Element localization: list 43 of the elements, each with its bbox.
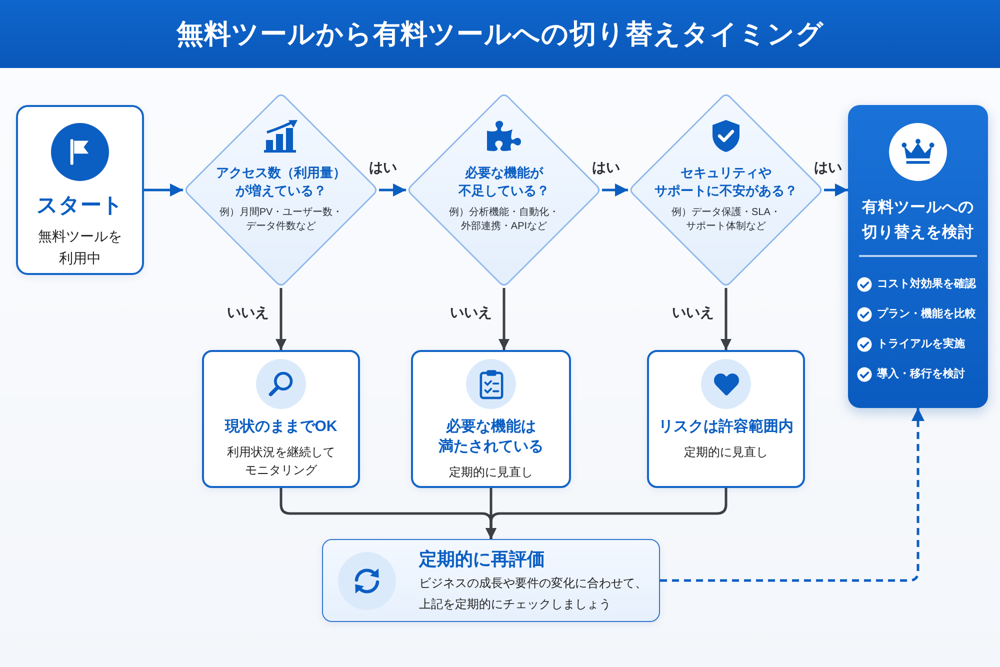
box-title: 現状のままでOK: [224, 417, 338, 437]
box-title: スタート: [36, 193, 124, 219]
box-text: 定期的に見直し: [684, 444, 768, 461]
example-text: 例）データ保護・SLA・サポート体制など: [672, 207, 780, 232]
example-text: 例）分析機能・自動化・外部連携・APIなど: [448, 207, 559, 232]
arrow: [276, 288, 286, 350]
box-text: 無料ツールを利用中: [37, 227, 123, 268]
arrow: [602, 184, 628, 196]
question-text: 必要な機能が不足している？: [458, 165, 550, 198]
arrow: [720, 288, 732, 350]
outcome-box: [411, 350, 571, 488]
edge-label: はい: [813, 158, 843, 176]
checklist-item: 導入・移行を検討: [877, 366, 965, 382]
question-text: セキュリティやサポートに不安がある？: [654, 165, 798, 198]
result-panel: [848, 105, 988, 408]
box-title: 必要な機能は満たされている: [438, 417, 544, 457]
edge-label: はい: [591, 158, 621, 176]
arrow: [486, 488, 728, 539]
box-text: 定期的に見直し: [449, 464, 533, 481]
box-text: 利用状況を継続してモニタリング: [226, 444, 336, 479]
box-title: リスクは許容範囲内: [658, 417, 794, 437]
box-text: ビジネスの成長や要件の変化に合わせて、上記を定期的にチェックしましょう: [419, 574, 648, 612]
example-text: 例）月間PV・ユーザー数・データ件数など: [219, 207, 343, 232]
note-box: [322, 539, 660, 622]
dashed-arrow: [660, 408, 924, 582]
edge-label: いいえ: [449, 303, 493, 321]
outcome-box: [202, 350, 360, 488]
start-box: [16, 105, 144, 275]
box-title: 定期的に再評価: [419, 548, 546, 570]
panel-title: 有料ツールへの切り替えを検討: [861, 198, 975, 243]
checklist-item: プラン・機能を比較: [877, 306, 976, 322]
arrow: [379, 184, 406, 196]
arrow: [824, 184, 848, 196]
edge-label: いいえ: [226, 303, 270, 321]
question-text: アクセス数（利用量）が増えている？: [216, 165, 346, 198]
edge-label: はい: [368, 158, 398, 176]
edge-label: いいえ: [671, 303, 715, 321]
checklist-item: コスト対効果を確認: [877, 276, 976, 292]
checklist-item: トライアルを実施: [877, 336, 965, 352]
outcome-box: [647, 350, 805, 488]
arrow: [144, 184, 183, 196]
arrow: [498, 288, 510, 350]
title: 無料ツールから有料ツールへの切り替えタイミング: [176, 18, 824, 50]
